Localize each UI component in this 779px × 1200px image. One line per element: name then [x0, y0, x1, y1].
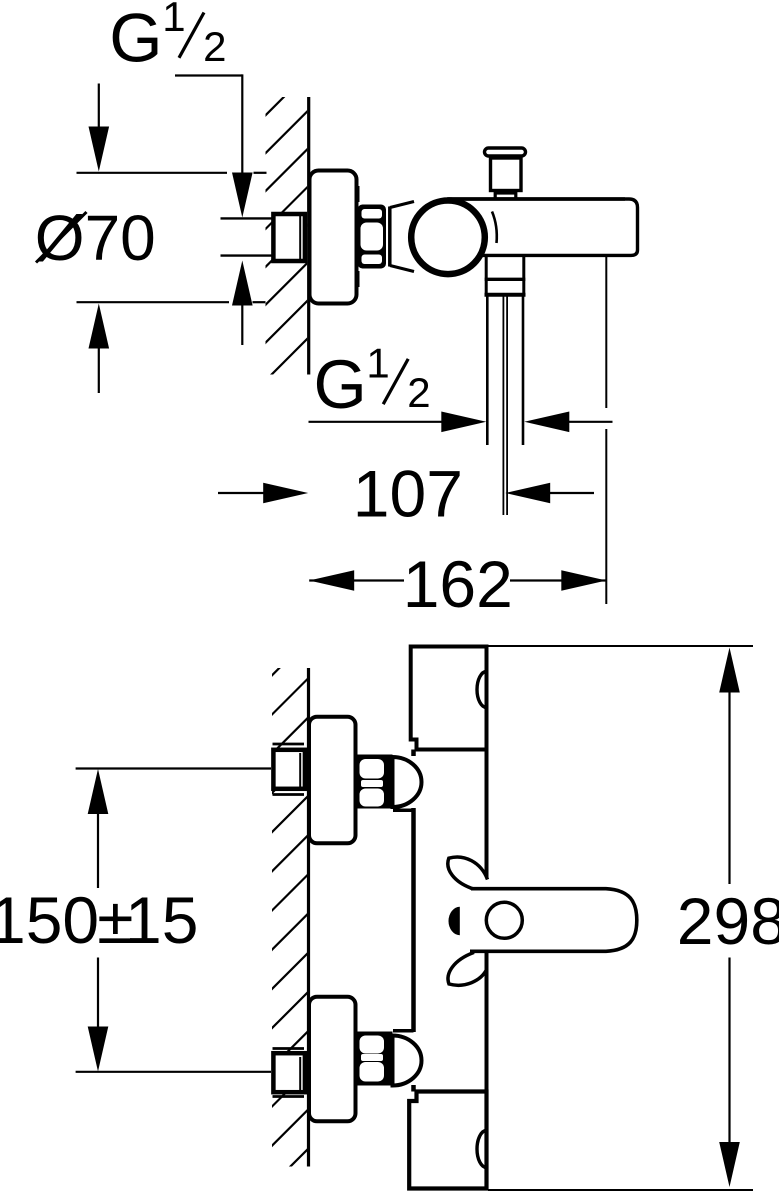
svg-text:G: G — [314, 346, 367, 423]
svg-text:2: 2 — [203, 23, 226, 70]
svg-text:Ø70: Ø70 — [35, 202, 156, 274]
svg-text:298: 298 — [677, 884, 779, 958]
svg-text:±: ± — [97, 883, 133, 957]
svg-text:1: 1 — [366, 340, 389, 387]
svg-text:107: 107 — [353, 457, 463, 531]
svg-text:150: 150 — [0, 883, 99, 957]
svg-text:15: 15 — [125, 883, 198, 957]
svg-text:162: 162 — [403, 547, 513, 621]
svg-text:2: 2 — [407, 369, 430, 416]
svg-text:G: G — [109, 0, 162, 77]
svg-text:1: 1 — [162, 0, 185, 40]
